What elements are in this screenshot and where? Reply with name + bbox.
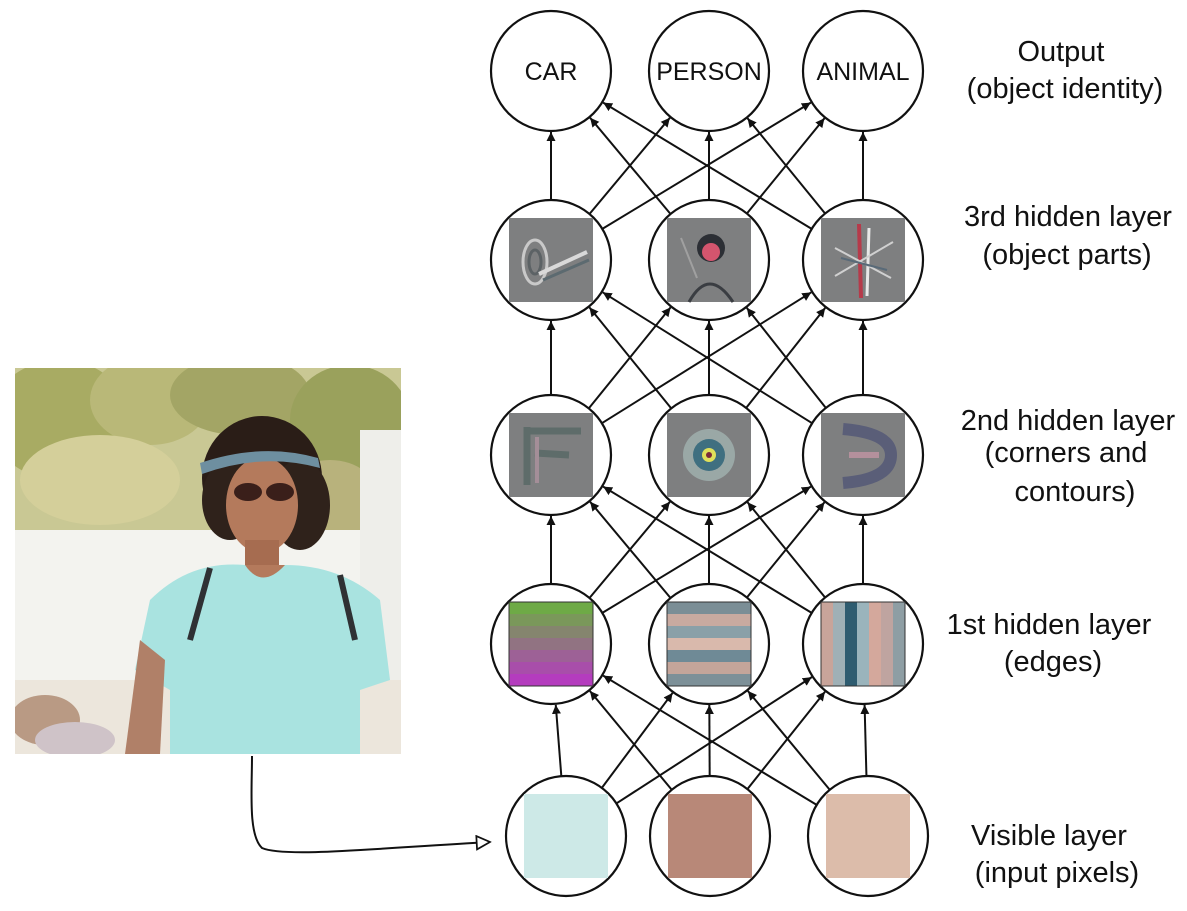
hidden3-node-1	[489, 198, 613, 322]
hidden2-node-2	[647, 393, 771, 517]
hidden2-feature-image-1	[509, 413, 593, 497]
edge-visible-2-to-hidden1-0	[602, 674, 818, 806]
output-node-2: PERSON	[647, 9, 771, 133]
hidden3-feature-image-3	[821, 218, 905, 302]
edge-hidden2-2-to-hidden3-1	[746, 307, 827, 409]
input-pixel-swatch-1	[524, 794, 608, 878]
hidden2-feature-image-3	[821, 413, 905, 497]
edge-hidden1-2-to-hidden2-1	[746, 501, 826, 599]
edge-hidden1-1-to-hidden2-0	[589, 501, 672, 599]
output-node-label-1: CAR	[525, 58, 578, 86]
edge-visible-0-to-hidden1-0	[551, 704, 563, 777]
edge-visible-1-to-hidden1-2	[746, 691, 826, 790]
hidden1-node-3	[801, 582, 925, 706]
visible-node-2	[648, 774, 772, 898]
hidden3-layer-label: 3rd hidden layer (object parts)	[964, 201, 1180, 271]
hidden1-node-2	[647, 582, 771, 706]
hidden3-feature-image-2	[667, 218, 751, 303]
hidden1-feature-image-1	[508, 601, 594, 687]
photo-to-input-connector	[250, 755, 490, 854]
output-node-3: ANIMAL	[801, 9, 925, 133]
hidden1-feature-image-3	[820, 601, 906, 687]
output-layer-label: Output (object identity)	[967, 36, 1164, 105]
edge-hidden1-2-to-hidden2-0	[602, 485, 813, 614]
input-pixel-swatch-3	[826, 794, 910, 878]
input-photo	[15, 368, 401, 754]
edge-visible-1-to-hidden1-0	[589, 690, 673, 791]
hidden2-layer-label: 2nd hidden layer (corners and contours)	[961, 405, 1184, 508]
edge-visible-0-to-hidden1-2	[615, 676, 813, 805]
network-nodes: CAR PERSON ANIMAL	[489, 9, 930, 898]
output-node-circle	[489, 9, 613, 133]
hidden3-feature-image-1	[509, 218, 593, 302]
output-node-circle	[647, 9, 771, 133]
hidden2-node-1	[489, 393, 613, 517]
output-node-label-3: ANIMAL	[816, 58, 909, 86]
output-node-label-2: PERSON	[656, 58, 762, 86]
hidden2-node-3	[801, 393, 925, 517]
edge-hidden2-2-to-hidden3-0	[602, 291, 813, 425]
edge-hidden3-2-to-output-0	[602, 101, 813, 230]
hidden3-node-2	[647, 198, 771, 322]
edge-visible-2-to-hidden1-2	[860, 704, 870, 777]
edge-visible-2-to-hidden1-1	[747, 690, 831, 791]
edge-visible-0-to-hidden1-1	[601, 692, 674, 789]
hidden1-node-1	[489, 582, 613, 706]
hidden3-node-3	[801, 198, 925, 322]
hidden1-feature-image-2	[666, 601, 752, 687]
edge-hidden3-2-to-output-1	[746, 117, 826, 215]
hidden1-layer-label: 1st hidden layer (edges)	[947, 609, 1160, 678]
edge-hidden2-1-to-hidden3-0	[588, 306, 673, 410]
input-pixel-swatch-2	[668, 794, 752, 878]
edge-hidden3-1-to-output-0	[589, 117, 672, 215]
network-edges	[546, 101, 870, 806]
output-node-circle	[801, 9, 925, 133]
visible-layer-label: Visible layer (input pixels)	[971, 820, 1139, 889]
hidden2-feature-image-2	[667, 413, 751, 497]
visible-node-3	[806, 774, 930, 898]
output-node-1: CAR	[489, 9, 613, 133]
visible-node-1	[504, 774, 628, 898]
